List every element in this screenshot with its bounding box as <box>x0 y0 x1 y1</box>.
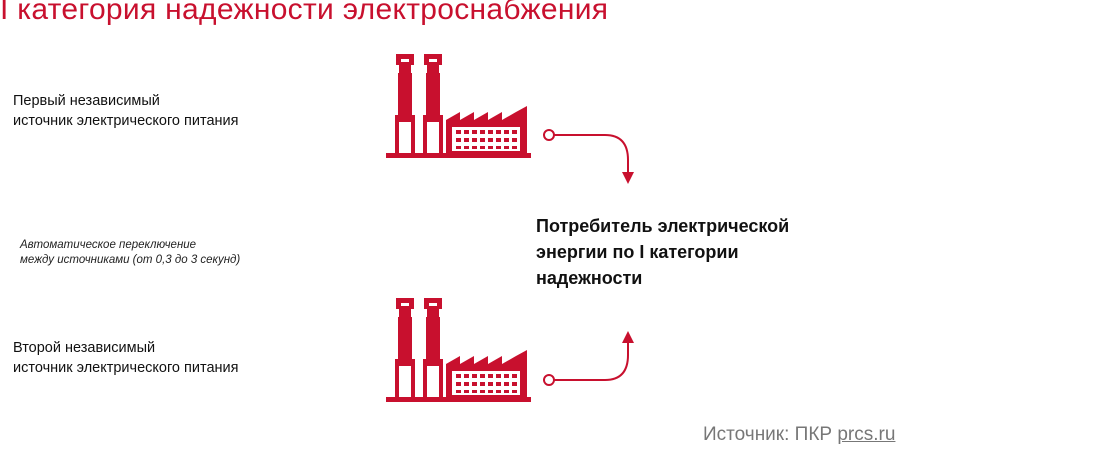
consumer-line2: энергии по I категории <box>536 242 739 262</box>
switching-note: Автоматическое переключение между источн… <box>20 238 240 268</box>
consumer-line1: Потребитель электрической <box>536 216 790 236</box>
switching-note-line2: между источниками (от 0,3 до 3 секунд) <box>20 254 241 266</box>
consumer-label: Потребитель электрической энергии по I к… <box>536 213 789 291</box>
second-source-line1: Второй независимый <box>13 340 156 356</box>
arrow-up-icon <box>543 331 634 386</box>
first-source-label: Первый независимый источник электрическо… <box>13 91 238 131</box>
arrow-down-icon <box>543 129 634 184</box>
page-title: I категория надежности электроснабжения <box>0 0 609 26</box>
factory-icon <box>386 54 531 158</box>
source-credit-prefix: Источник: ПКР <box>703 424 833 445</box>
second-source-label: Второй независимый источник электрическо… <box>13 338 238 378</box>
consumer-line3: надежности <box>536 268 643 288</box>
first-source-line1: Первый независимый <box>13 93 160 109</box>
first-source-line2: источник электрического питания <box>13 113 239 129</box>
source-credit: Источник: ПКР prcs.ru <box>703 424 895 446</box>
second-source-line2: источник электрического питания <box>13 360 239 376</box>
factory-icon <box>386 298 531 402</box>
switching-note-line1: Автоматическое переключение <box>20 239 197 251</box>
source-credit-link[interactable]: prcs.ru <box>837 424 896 445</box>
